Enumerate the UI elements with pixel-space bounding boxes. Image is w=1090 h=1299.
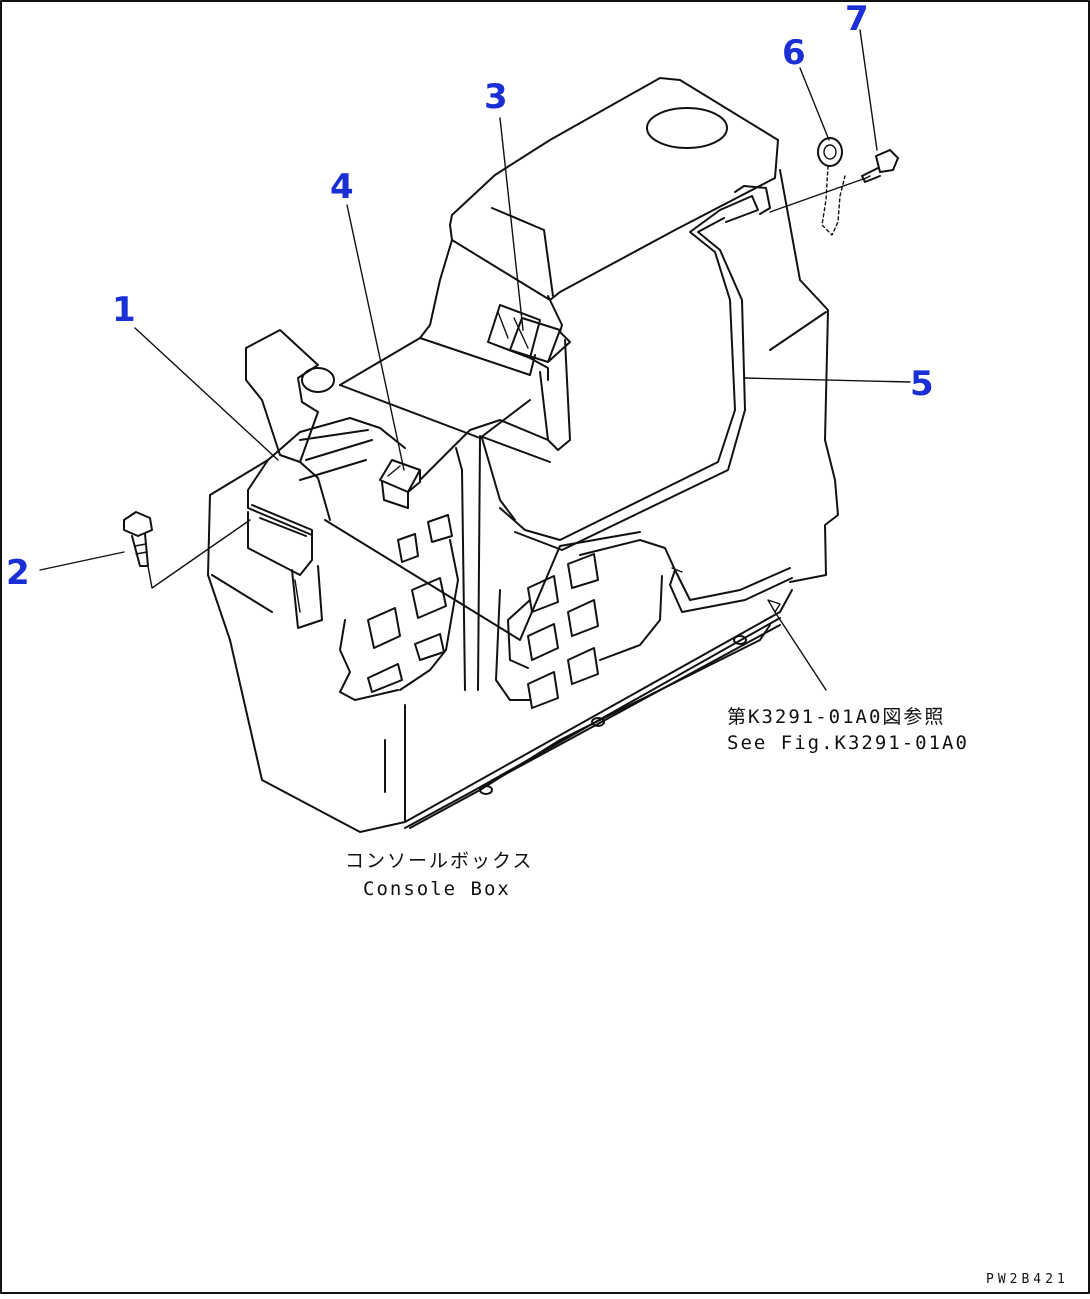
- reference-label-jp: 第K3291-01A0図参照: [727, 706, 946, 728]
- callout-6: 6: [782, 33, 806, 73]
- leader-lines: [39, 29, 911, 691]
- callout-3: 3: [484, 77, 508, 117]
- drawing-code: PW2B421: [986, 1272, 1069, 1287]
- wiring-harness: [339, 185, 793, 701]
- cap-part-6: [817, 137, 846, 236]
- switch-part-3: [487, 304, 571, 381]
- bolt-part-7: [861, 149, 899, 183]
- callout-5: 5: [910, 364, 934, 404]
- console-box: [207, 77, 839, 833]
- console-box-label-jp: コンソールボックス: [345, 850, 534, 872]
- callout-2: 2: [6, 553, 30, 593]
- callout-7: 7: [845, 0, 869, 39]
- callout-1: 1: [112, 290, 136, 330]
- bolt-part-2: [123, 511, 153, 567]
- relay-blocks: [367, 514, 599, 709]
- switch-part-4: [379, 459, 421, 509]
- console-box-label-en: Console Box: [363, 878, 511, 900]
- shift-lever-assembly: [245, 329, 406, 629]
- callout-4: 4: [330, 167, 354, 207]
- reference-label-en: See Fig.K3291-01A0: [727, 732, 969, 754]
